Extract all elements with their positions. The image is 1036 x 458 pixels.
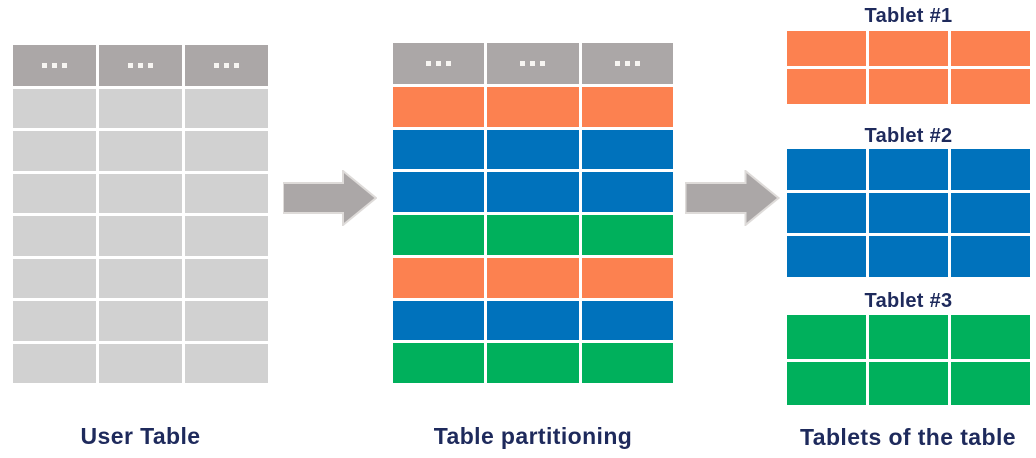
table-cell — [581, 129, 673, 170]
table-cell — [13, 258, 96, 299]
table-cell — [487, 172, 579, 213]
table-cell — [581, 87, 673, 127]
table-cell — [99, 89, 182, 129]
table-cell — [487, 215, 579, 255]
table-cell — [787, 236, 866, 277]
table-cell — [951, 361, 1030, 405]
tablet-3-title: Tablet #3 — [864, 290, 953, 312]
ellipsis-icon — [520, 61, 546, 66]
table-cell — [185, 89, 268, 129]
table-cell — [99, 173, 182, 214]
ellipsis-icon — [42, 63, 67, 68]
table-cell — [787, 361, 866, 405]
table-cell — [185, 301, 268, 341]
table-cell — [99, 343, 182, 383]
table-cell — [951, 31, 1030, 66]
table-cell — [869, 31, 948, 66]
table-cell — [869, 69, 948, 104]
table-cell — [951, 192, 1030, 234]
table-cell — [393, 343, 485, 383]
table-cell — [869, 361, 948, 405]
table-cell — [869, 315, 948, 359]
table-cell — [185, 216, 268, 256]
table-cell — [581, 343, 673, 383]
table-cell — [487, 300, 579, 341]
table-cell — [487, 87, 579, 127]
tablet-2-table — [787, 149, 1030, 277]
right-arrow-icon — [685, 170, 780, 226]
table-cell — [787, 315, 866, 359]
table-header-cell — [581, 43, 673, 84]
table-cell — [99, 216, 182, 256]
ellipsis-icon — [128, 63, 153, 68]
table-cell — [951, 149, 1030, 190]
table-cell — [581, 172, 673, 213]
partitioned-table-caption: Table partitioning — [433, 423, 633, 449]
table-cell — [869, 192, 948, 234]
tablet-1-table — [787, 31, 1030, 104]
ellipsis-icon — [426, 61, 452, 66]
table-cell — [185, 258, 268, 299]
tablet-2-title: Tablet #2 — [864, 125, 953, 147]
ellipsis-icon — [214, 63, 239, 68]
table-cell — [951, 236, 1030, 277]
table-cell — [185, 131, 268, 171]
table-cell — [99, 301, 182, 341]
user-table-caption: User Table — [80, 423, 201, 449]
table-cell — [581, 215, 673, 255]
right-arrow-icon — [283, 170, 377, 226]
tablet-1-title: Tablet #1 — [864, 5, 953, 27]
table-header-cell — [13, 45, 96, 86]
table-cell — [393, 87, 485, 127]
table-cell — [951, 315, 1030, 359]
table-cell — [393, 129, 485, 170]
table-cell — [487, 343, 579, 383]
tablets-caption: Tablets of the table — [800, 424, 1016, 450]
table-header-cell — [185, 45, 268, 86]
table-cell — [393, 215, 485, 255]
table-cell — [13, 173, 96, 214]
table-cell — [869, 236, 948, 277]
partitioned-table — [393, 43, 673, 383]
user-table — [13, 45, 268, 383]
table-header-cell — [487, 43, 579, 84]
table-cell — [787, 69, 866, 104]
table-cell — [13, 89, 96, 129]
table-cell — [487, 257, 579, 298]
table-cell — [13, 343, 96, 383]
table-cell — [13, 131, 96, 171]
table-cell — [185, 173, 268, 214]
table-cell — [581, 257, 673, 298]
tablet-3-table — [787, 315, 1030, 405]
table-cell — [99, 258, 182, 299]
table-cell — [99, 131, 182, 171]
table-cell — [787, 192, 866, 234]
table-cell — [185, 343, 268, 383]
table-cell — [951, 69, 1030, 104]
table-cell — [393, 172, 485, 213]
table-cell — [869, 149, 948, 190]
table-cell — [787, 31, 866, 66]
table-cell — [13, 216, 96, 256]
table-cell — [393, 300, 485, 341]
table-cell — [487, 129, 579, 170]
table-header-cell — [393, 43, 485, 84]
table-cell — [581, 300, 673, 341]
ellipsis-icon — [614, 61, 640, 66]
table-cell — [393, 257, 485, 298]
table-header-cell — [99, 45, 182, 86]
table-cell — [13, 301, 96, 341]
table-cell — [787, 149, 866, 190]
